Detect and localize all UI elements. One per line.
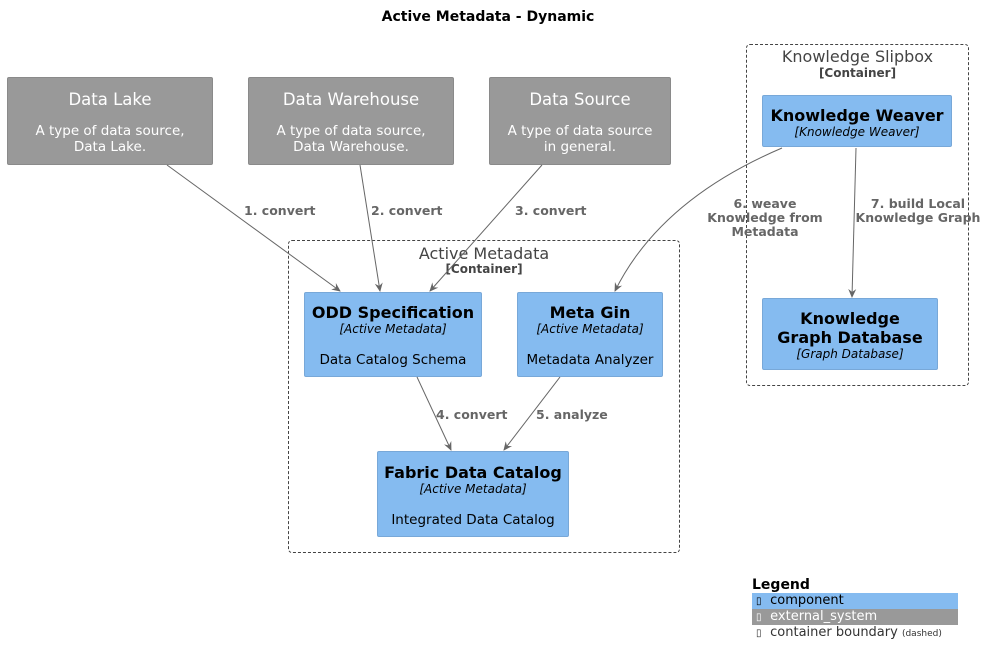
legend-component: ▯ component xyxy=(752,593,958,609)
diagram-title: Active Metadata - Dynamic xyxy=(381,9,595,25)
node-name: Data Lake xyxy=(68,90,152,109)
data-source-node[interactable]: Data Source A type of data source in gen… xyxy=(489,77,671,165)
active-metadata-boundary: Active Metadata [Container] xyxy=(288,240,680,553)
edge-2-line xyxy=(359,164,383,292)
knowledge-graph-database-node[interactable]: Knowledge Graph Database [Graph Database… xyxy=(762,298,938,370)
node-technology: [Active Metadata] xyxy=(419,482,527,496)
legend-dashed-note: (dashed) xyxy=(901,629,942,639)
legend-external-system: ▯ external_system xyxy=(752,609,958,625)
meta-gin-node[interactable]: Meta Gin [Active Metadata] Metadata Anal… xyxy=(517,292,663,377)
edge-4-line xyxy=(416,376,452,451)
legend-container-boundary: ▯ container boundary (dashed) xyxy=(752,625,958,641)
edge-1-line xyxy=(166,164,341,292)
node-name: Fabric Data Catalog xyxy=(384,463,562,482)
node-technology: [Graph Database] xyxy=(796,347,904,361)
node-name: Knowledge Graph Database xyxy=(777,309,923,347)
edge-7-label: 7. build Local Knowledge Graph xyxy=(855,196,981,225)
legend: Legend ▯ component ▯ external_system ▯ c… xyxy=(752,577,958,641)
node-description: A type of data source in general. xyxy=(507,123,653,155)
legend-container-boundary-label: container boundary xyxy=(770,625,898,640)
node-description: Data Catalog Schema xyxy=(319,352,467,368)
node-description: Integrated Data Catalog xyxy=(391,512,555,528)
data-warehouse-node[interactable]: Data Warehouse A type of data source, Da… xyxy=(248,77,454,165)
node-description: Metadata Analyzer xyxy=(526,352,654,368)
edge-4-label: 4. convert xyxy=(436,407,508,422)
node-name: Meta Gin xyxy=(549,303,631,322)
legend-title: Legend xyxy=(752,577,810,593)
knowledge-weaver-node[interactable]: Knowledge Weaver [Knowledge Weaver] xyxy=(762,95,952,147)
edge-5-line xyxy=(503,376,561,451)
node-technology: [Knowledge Weaver] xyxy=(794,125,920,139)
fabric-data-catalog-node[interactable]: Fabric Data Catalog [Active Metadata] In… xyxy=(377,451,569,537)
edge-3-label: 3. convert xyxy=(515,203,587,218)
legend-external-system-label: external_system xyxy=(770,609,878,624)
legend-component-label: component xyxy=(770,593,844,608)
knowledge-slipbox-boundary: Knowledge Slipbox [Container] xyxy=(746,44,969,386)
node-name: Data Warehouse xyxy=(282,90,420,109)
boundary-swatch-icon: ▯ xyxy=(756,628,762,639)
edge-5-label: 5. analyze xyxy=(536,407,608,422)
edge-6-label: 6. weave Knowledge from Metadata xyxy=(707,196,823,239)
edge-1-label: 1. convert xyxy=(244,203,316,218)
edge-6-line xyxy=(614,147,783,292)
boundary-title: Active Metadata xyxy=(418,244,550,263)
node-technology: [Active Metadata] xyxy=(536,322,644,336)
boundary-title: Knowledge Slipbox xyxy=(781,47,934,66)
edge-7-line xyxy=(848,147,857,298)
node-technology: [Active Metadata] xyxy=(339,322,447,336)
component-swatch-icon: ▯ xyxy=(756,596,762,607)
node-description: A type of data source, Data Warehouse. xyxy=(276,123,426,155)
external-system-swatch-icon: ▯ xyxy=(756,612,762,623)
boundary-type: [Container] xyxy=(818,66,897,80)
node-description: A type of data source, Data Lake. xyxy=(35,123,185,155)
data-lake-node[interactable]: Data Lake A type of data source, Data La… xyxy=(7,77,213,165)
edge-2-label: 2. convert xyxy=(371,203,443,218)
edge-3-line xyxy=(429,164,543,292)
node-name: Data Source xyxy=(529,90,631,109)
boundary-type: [Container] xyxy=(445,262,523,276)
odd-specification-node[interactable]: ODD Specification [Active Metadata] Data… xyxy=(304,292,482,377)
node-name: ODD Specification xyxy=(311,303,475,322)
node-name: Knowledge Weaver xyxy=(770,106,944,125)
